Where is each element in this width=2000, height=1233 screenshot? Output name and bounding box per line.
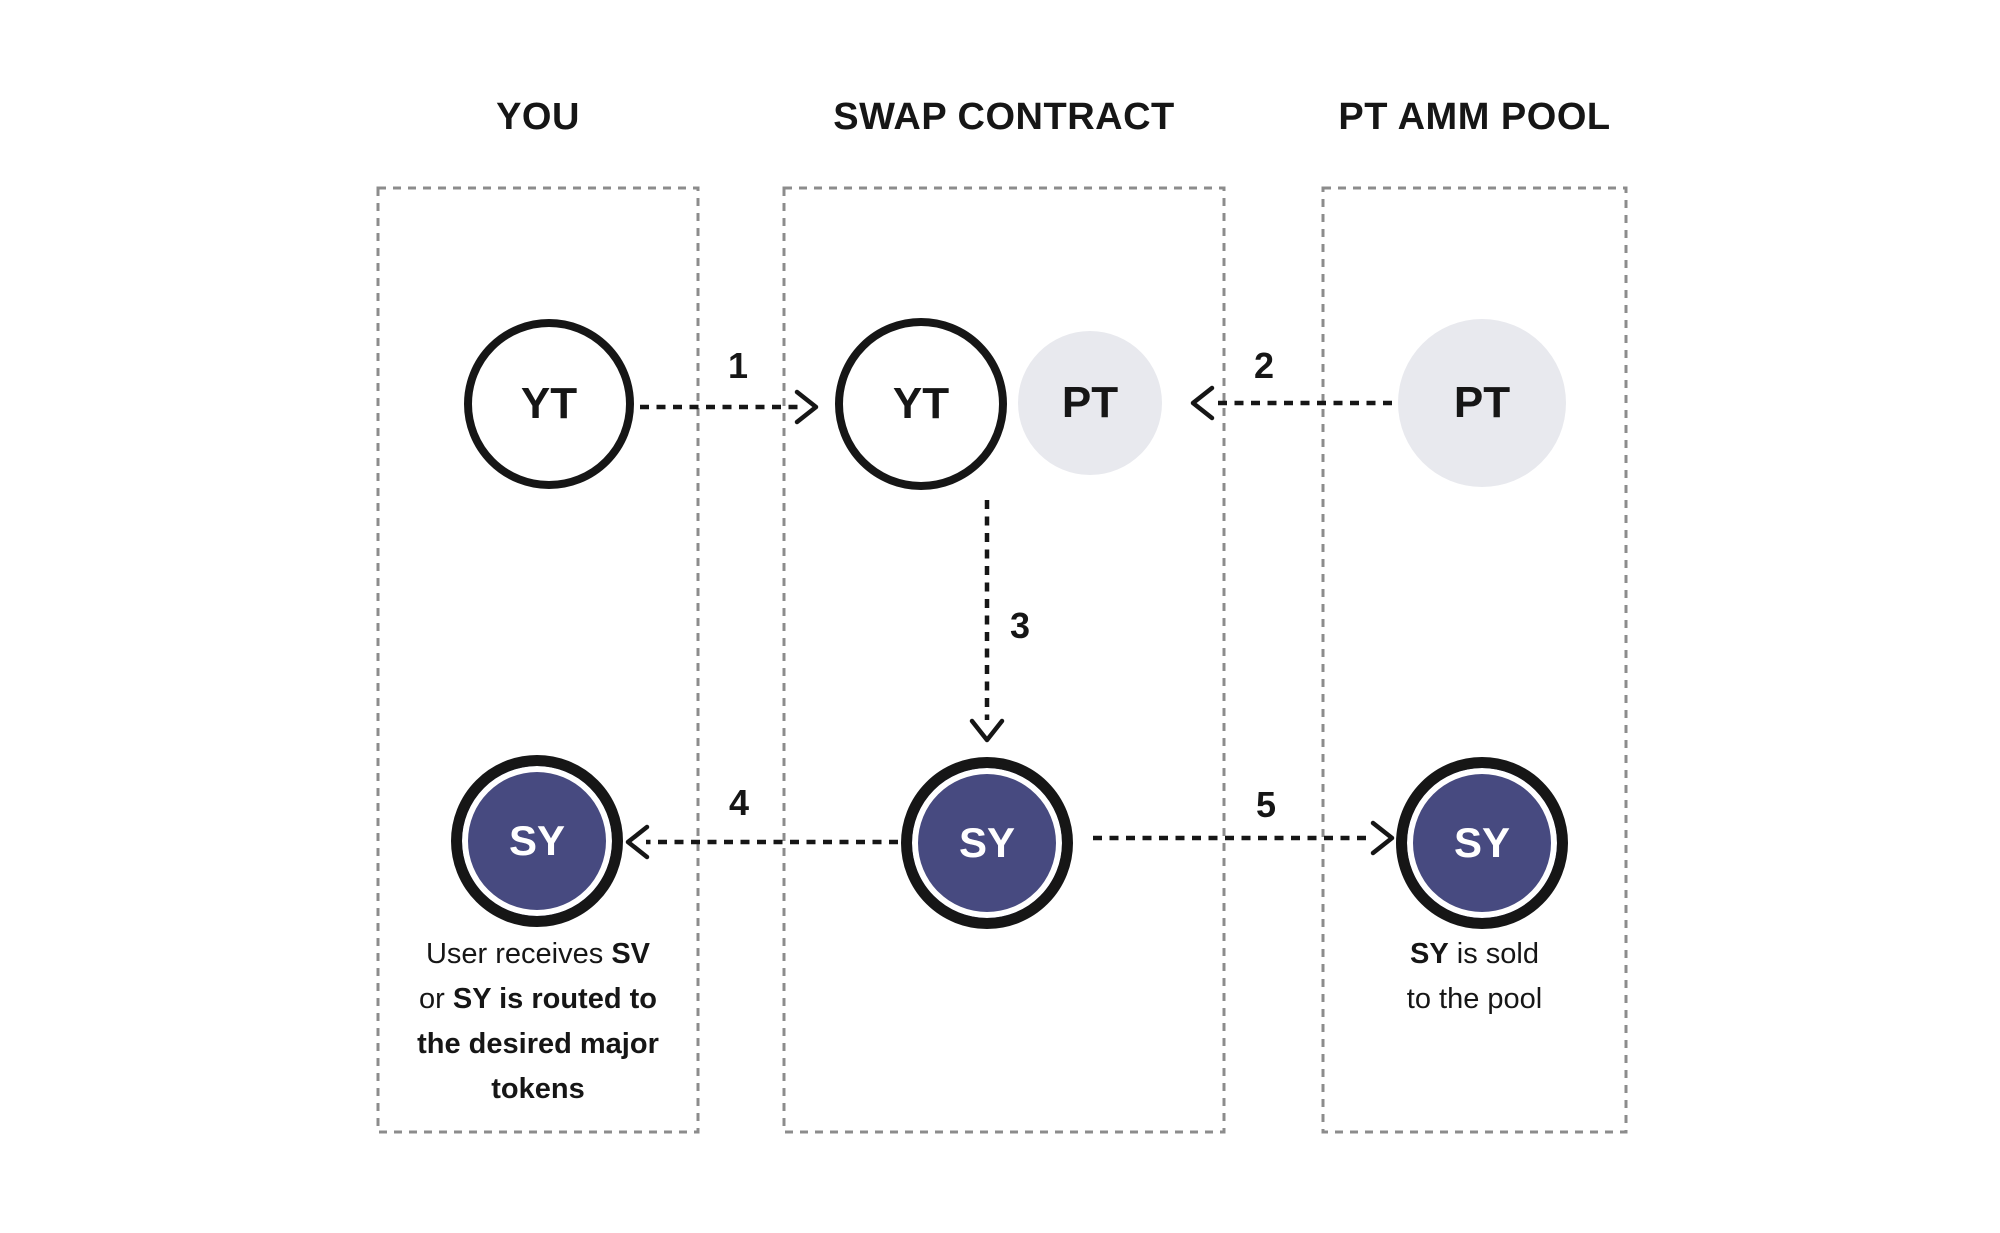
token-label-pt-pool: PT bbox=[1453, 378, 1511, 427]
token-circle-yt-swap: YT bbox=[835, 318, 1007, 490]
arrow-step-4 bbox=[625, 824, 898, 860]
step-number-3: 3 bbox=[1009, 605, 1031, 646]
token-label-pt-swap: PT bbox=[1061, 378, 1119, 427]
lane-box-swap-contract bbox=[782, 186, 1226, 1134]
lane-box-you bbox=[376, 186, 700, 1134]
arrow-step-3 bbox=[969, 500, 1005, 743]
token-circle-yt-you: YT bbox=[464, 319, 634, 489]
arrow-step-2 bbox=[1190, 385, 1392, 421]
step-number-5: 5 bbox=[1255, 784, 1277, 825]
token-circle-pt-swap: PT bbox=[1018, 331, 1162, 475]
arrow-step-5 bbox=[1093, 820, 1395, 856]
lane-box-pt-amm-pool bbox=[1321, 186, 1628, 1134]
token-label-sy-pool: SY bbox=[1453, 819, 1511, 866]
token-label-yt-you: YT bbox=[520, 379, 578, 428]
step-number-4: 4 bbox=[728, 782, 750, 823]
token-label-sy-swap: SY bbox=[958, 819, 1016, 866]
token-label-sy-you: SY bbox=[508, 817, 566, 864]
arrow-step-1 bbox=[640, 389, 819, 425]
step-number-2: 2 bbox=[1253, 345, 1275, 386]
token-circle-sy-you: SY bbox=[451, 755, 623, 927]
step-number-1: 1 bbox=[727, 345, 749, 386]
token-circle-sy-pool: SY bbox=[1396, 757, 1568, 929]
token-circle-pt-pool: PT bbox=[1398, 319, 1566, 487]
lane-header-you: YOU bbox=[496, 96, 580, 138]
token-circle-sy-swap: SY bbox=[901, 757, 1073, 929]
token-label-yt-swap: YT bbox=[892, 379, 950, 428]
lane-header-pt-amm-pool: PT AMM POOL bbox=[1338, 96, 1611, 138]
lane-header-swap-contract: SWAP CONTRACT bbox=[833, 96, 1175, 138]
